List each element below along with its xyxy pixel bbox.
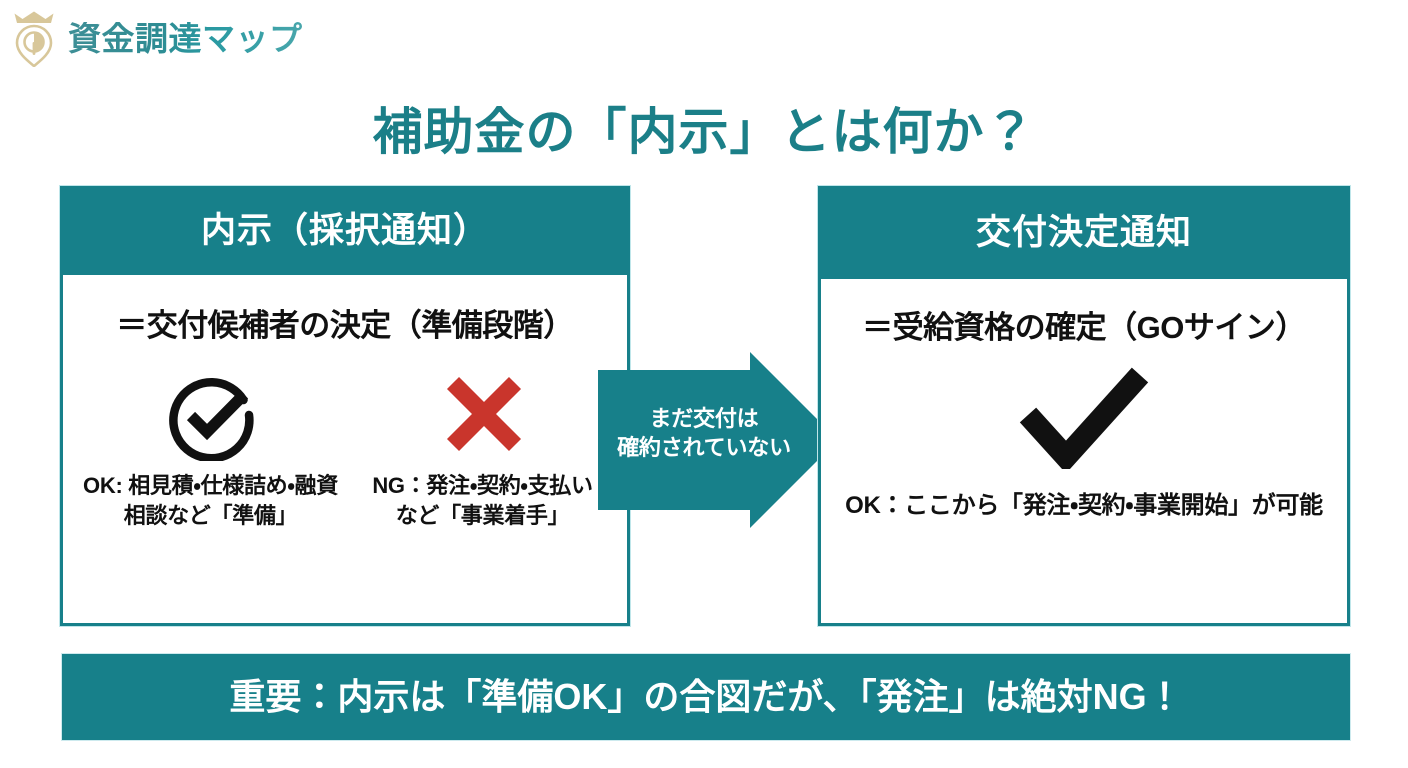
card-left-header: 内示（採択通知） (63, 189, 627, 275)
card-left-body: ＝交付候補者の決定（準備段階） OK: 相見積・仕様詰め・融資相談など「準備」 (63, 275, 627, 623)
column-ok-caption: OK: 相見積・仕様詰め・融資相談など「準備」 (83, 473, 338, 528)
card-right-header: 交付決定通知 (821, 189, 1347, 279)
footer-banner: 重要：内示は「準備OK」の合図だが、「発注」は絶対NG！ (62, 654, 1350, 740)
card-right-lead: ＝受給資格の確定（GOサイン） (862, 310, 1306, 345)
card-left-lead: ＝交付候補者の決定（準備段階） (116, 308, 574, 343)
column-ng-caption: NG：発注・契約・支払いなど「事業着手」 (372, 473, 593, 528)
right-arrow-icon: まだ交付は 確約されていない (598, 352, 838, 584)
circle-check-icon (165, 367, 257, 463)
brand-name: 資金調達マップ (68, 19, 303, 57)
column-ng: NG：発注・契約・支払いなど「事業着手」 (348, 367, 617, 530)
card-right-caption: OK：ここから「発注・契約・事業開始」が可能 (845, 492, 1323, 519)
crown-map-pin-icon (8, 9, 60, 67)
footer-text: 重要：内示は「準備OK」の合図だが、「発注」は絶対NG！ (229, 676, 1183, 717)
brand-logo: 資金調達マップ (8, 8, 303, 68)
card-left-columns: OK: 相見積・仕様詰め・融資相談など「準備」 NG：発注・契約・支払いなど「事… (63, 367, 627, 530)
page-title: 補助金の「内示」とは何か？ (372, 103, 1036, 160)
checkmark-icon (821, 365, 1347, 469)
card-right-body: ＝受給資格の確定（GOサイン） OK：ここから「発注・契約・事業開始」が可能 (821, 279, 1347, 623)
card-naiji: 内示（採択通知） ＝交付候補者の決定（準備段階） OK: 相見積・仕様詰め・融資… (60, 186, 630, 626)
cross-x-icon (437, 367, 529, 463)
column-ok: OK: 相見積・仕様詰め・融資相談など「準備」 (73, 367, 348, 530)
card-kofu-kettei: 交付決定通知 ＝受給資格の確定（GOサイン） OK：ここから「発注・契約・事業開… (818, 186, 1350, 626)
